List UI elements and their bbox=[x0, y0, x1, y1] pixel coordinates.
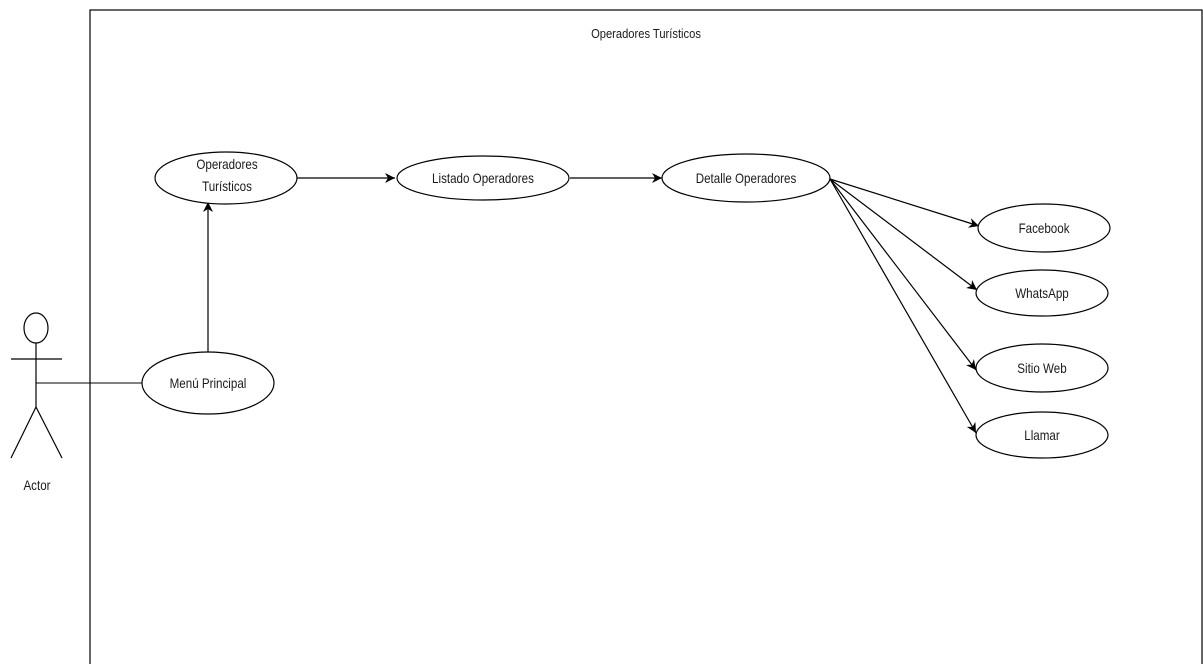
use-case-detalle-label: Detalle Operadores bbox=[696, 171, 797, 186]
use-case-operadores-line1: Operadores bbox=[196, 157, 257, 172]
use-case-detalle-operadores[interactable]: Detalle Operadores bbox=[661, 153, 831, 203]
system-boundary: Operadores Turísticos bbox=[89, 9, 1203, 664]
actor-leg-left bbox=[10, 406, 37, 459]
edge-detalle-facebook bbox=[829, 178, 980, 228]
use-case-llamar-label: Llamar bbox=[1024, 428, 1059, 443]
actor-label: Actor bbox=[23, 478, 50, 493]
use-case-whatsapp-label: WhatsApp bbox=[1015, 286, 1069, 301]
use-case-listado-operadores[interactable]: Listado Operadores bbox=[396, 155, 570, 201]
use-case-menu-label: Menú Principal bbox=[170, 376, 247, 391]
use-case-sitio-label: Sitio Web bbox=[1017, 361, 1066, 376]
use-case-sitio-web[interactable]: Sitio Web bbox=[975, 343, 1109, 393]
use-case-facebook-label: Facebook bbox=[1019, 221, 1071, 236]
edge-detalle-llamar bbox=[829, 178, 977, 434]
use-case-whatsapp[interactable]: WhatsApp bbox=[975, 269, 1109, 317]
actor-leg-right bbox=[35, 406, 63, 459]
edge-detalle-sitio bbox=[829, 178, 977, 371]
use-case-menu-principal[interactable]: Menú Principal bbox=[141, 351, 275, 415]
edge-detalle-whatsapp bbox=[829, 178, 978, 291]
use-case-operadores-line2: Turísticos bbox=[202, 179, 252, 194]
use-case-llamar[interactable]: Llamar bbox=[975, 411, 1109, 459]
actor: Actor bbox=[10, 312, 63, 493]
use-case-operadores-turisticos[interactable]: Operadores Turísticos bbox=[154, 151, 298, 205]
edges bbox=[36, 173, 980, 434]
actor-head bbox=[23, 312, 49, 344]
use-case-listado-label: Listado Operadores bbox=[432, 171, 534, 186]
system-title: Operadores Turísticos bbox=[591, 26, 701, 41]
use-case-facebook[interactable]: Facebook bbox=[977, 203, 1111, 253]
